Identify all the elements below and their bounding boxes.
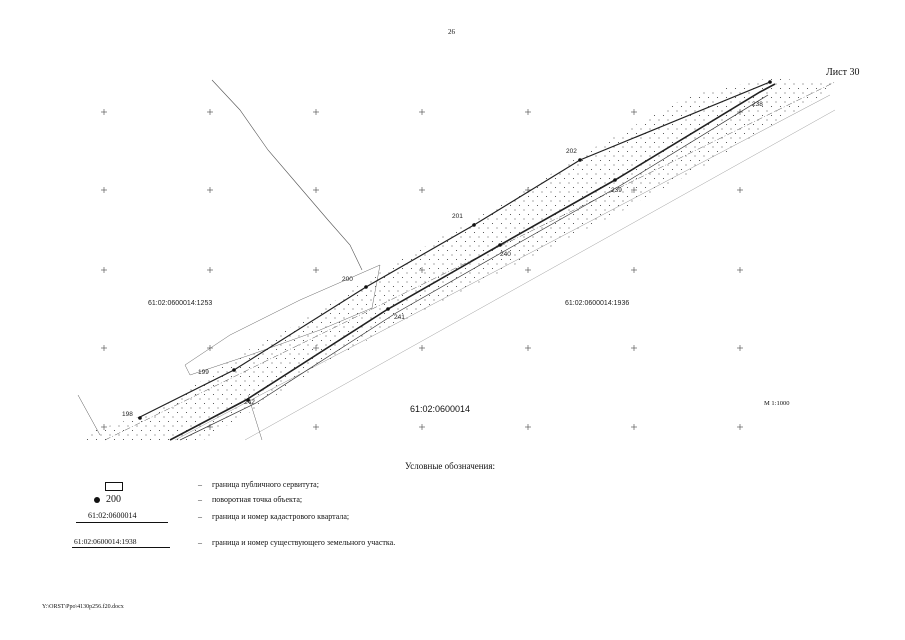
turning-point-200 [364, 285, 368, 289]
parcel-1253-boundary [211, 79, 363, 271]
turning-point-label-198: 198 [122, 411, 133, 418]
legend-dash: – [198, 512, 202, 521]
legend-title: Условные обозначения: [405, 461, 496, 471]
servitude-symbol [105, 482, 123, 491]
point-symbol [94, 497, 100, 503]
turning-point-238 [768, 80, 772, 84]
parcel-line [104, 81, 836, 441]
legend-text-quarter: граница и номер кадастрового квартала; [212, 512, 350, 521]
point-symbol-label: 200 [106, 494, 121, 505]
turning-point-240 [498, 243, 502, 247]
turning-point-201 [472, 223, 476, 227]
legend-text-point: поворотная точка объекта; [212, 495, 303, 504]
scale-label: М 1:1000 [764, 400, 790, 407]
sheet-label: Лист 30 [826, 67, 860, 78]
parcel-symbol-line [72, 547, 170, 548]
turning-point-label-239: 239 [611, 187, 622, 194]
turning-point-202 [578, 158, 582, 162]
servitude-boundary-north [137, 81, 771, 419]
parcel-line [77, 394, 101, 436]
turning-point-label-242: 242 [244, 399, 255, 406]
cadastral-map: 198 199 200 201 202 238 239 240 241 242 61:02:060… [77, 78, 836, 442]
page-number: 26 [448, 28, 455, 36]
turning-point-label-202: 202 [566, 148, 577, 155]
footer-file-path: Y:\ORST\Ppo\4130p256.f20.docx [42, 604, 124, 610]
parcel-label-1253: 61:02:0600014:1253 [148, 300, 212, 307]
turning-point-label-240: 240 [500, 251, 511, 258]
parcel-line [244, 109, 836, 441]
turning-point-label-238: 238 [752, 101, 763, 108]
turning-point-label-199: 199 [198, 369, 209, 376]
parcel-line [247, 394, 263, 441]
quarter-symbol-label: 61:02:0600014 [88, 511, 137, 520]
turning-point-label-200: 200 [342, 276, 353, 283]
legend-dash: – [198, 538, 202, 547]
turning-points: 198 199 200 201 202 238 239 240 241 242 [122, 80, 772, 420]
turning-point-198 [138, 416, 142, 420]
turning-point-239 [613, 178, 617, 182]
quarter-symbol-line [76, 522, 168, 523]
legend-text-parcel: граница и номер существующего земельного… [212, 538, 396, 547]
quarter-label: 61:02:0600014 [410, 404, 470, 414]
legend-dash: – [198, 480, 202, 489]
turning-point-label-241: 241 [394, 314, 405, 321]
turning-point-199 [232, 368, 236, 372]
parcel-label-1936: 61:02:0600014:1936 [565, 300, 629, 307]
servitude-boundary-south-inner [179, 94, 769, 441]
parcel-outline [184, 264, 381, 376]
parcel-symbol-label: 61:02:0600014:1938 [74, 537, 137, 546]
servitude-hatch [85, 78, 835, 442]
turning-point-242 [246, 398, 250, 402]
parcel-line [174, 94, 831, 441]
turning-point-label-201: 201 [452, 213, 463, 220]
turning-point-241 [386, 307, 390, 311]
legend-text-servitude: граница публичного сервитута; [212, 480, 319, 489]
legend-dash: – [198, 495, 202, 504]
